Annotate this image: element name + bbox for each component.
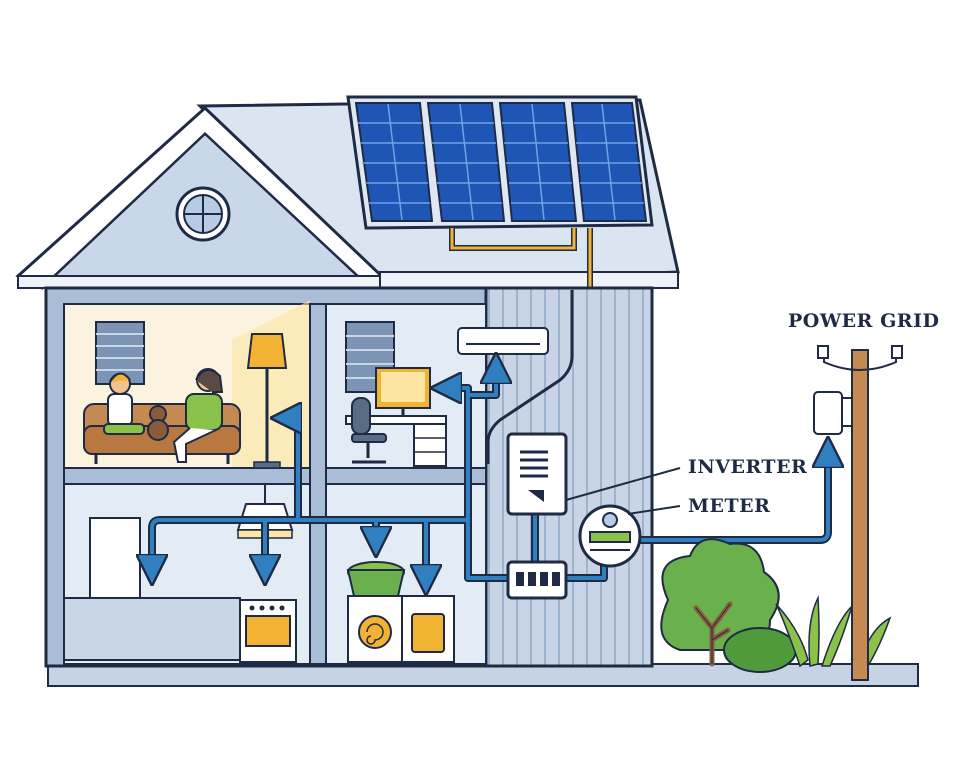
inverter-icon bbox=[506, 432, 568, 516]
lamp-icon bbox=[246, 333, 288, 469]
inverter-leader bbox=[565, 467, 681, 501]
teddy-bear bbox=[147, 405, 169, 441]
breaker-box-icon bbox=[506, 560, 568, 600]
meter-icon bbox=[578, 504, 642, 568]
air-conditioner-icon bbox=[457, 327, 549, 355]
power-grid-label: POWER GRID bbox=[788, 310, 940, 332]
computer-monitor-icon bbox=[375, 367, 431, 416]
child-figure bbox=[103, 372, 145, 435]
office-chair bbox=[351, 397, 387, 464]
solar-panel-icon bbox=[346, 95, 654, 230]
attic-window bbox=[175, 186, 231, 242]
adult-figure bbox=[172, 368, 224, 463]
laundry-basket bbox=[346, 561, 406, 597]
kitchen-counter bbox=[63, 597, 241, 661]
office-window bbox=[345, 321, 395, 393]
oven-icon bbox=[239, 599, 297, 663]
office-desk bbox=[345, 415, 447, 467]
tree-icon bbox=[660, 538, 797, 673]
meter-label: METER bbox=[688, 495, 771, 517]
power-pole-icon bbox=[813, 345, 903, 681]
inverter-label: INVERTER bbox=[688, 456, 808, 478]
meter-leader bbox=[627, 505, 681, 515]
conduit-line bbox=[486, 290, 574, 464]
washing-machine-icon bbox=[347, 595, 403, 663]
dryer-icon bbox=[401, 595, 455, 663]
